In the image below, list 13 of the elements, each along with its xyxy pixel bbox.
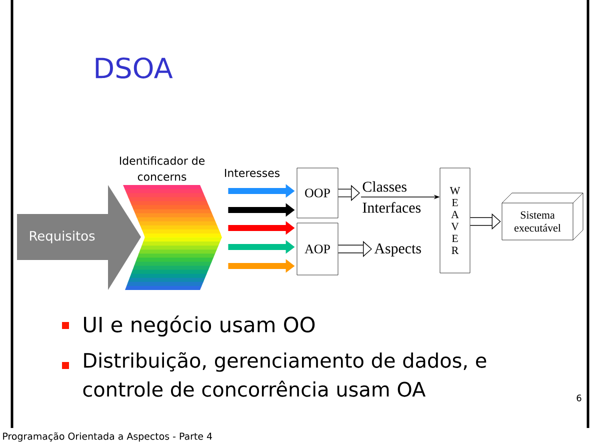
bullet-text: UI e negócio usam OO: [84, 315, 315, 337]
label-text: Interesses: [225, 168, 280, 178]
output-text: Aspects: [374, 243, 421, 257]
node-label: Identificador de concerns: [120, 156, 205, 181]
bullet-text: Distribuição, gerenciamento de dados, e controle de concorrência usam OA: [83, 352, 486, 397]
weaver-box: W E A V E R: [440, 168, 470, 274]
process-box: AOP: [296, 222, 338, 276]
footer-text: Programação Orientada a Aspectos - Parte 4: [3, 432, 212, 442]
title: DSOA: [96, 57, 173, 79]
process-box: OOP: [296, 168, 338, 218]
output-text: Classes Interfaces: [362, 181, 421, 213]
page-number: 6: [576, 394, 582, 402]
3d-box: Sistema executável: [502, 192, 584, 240]
